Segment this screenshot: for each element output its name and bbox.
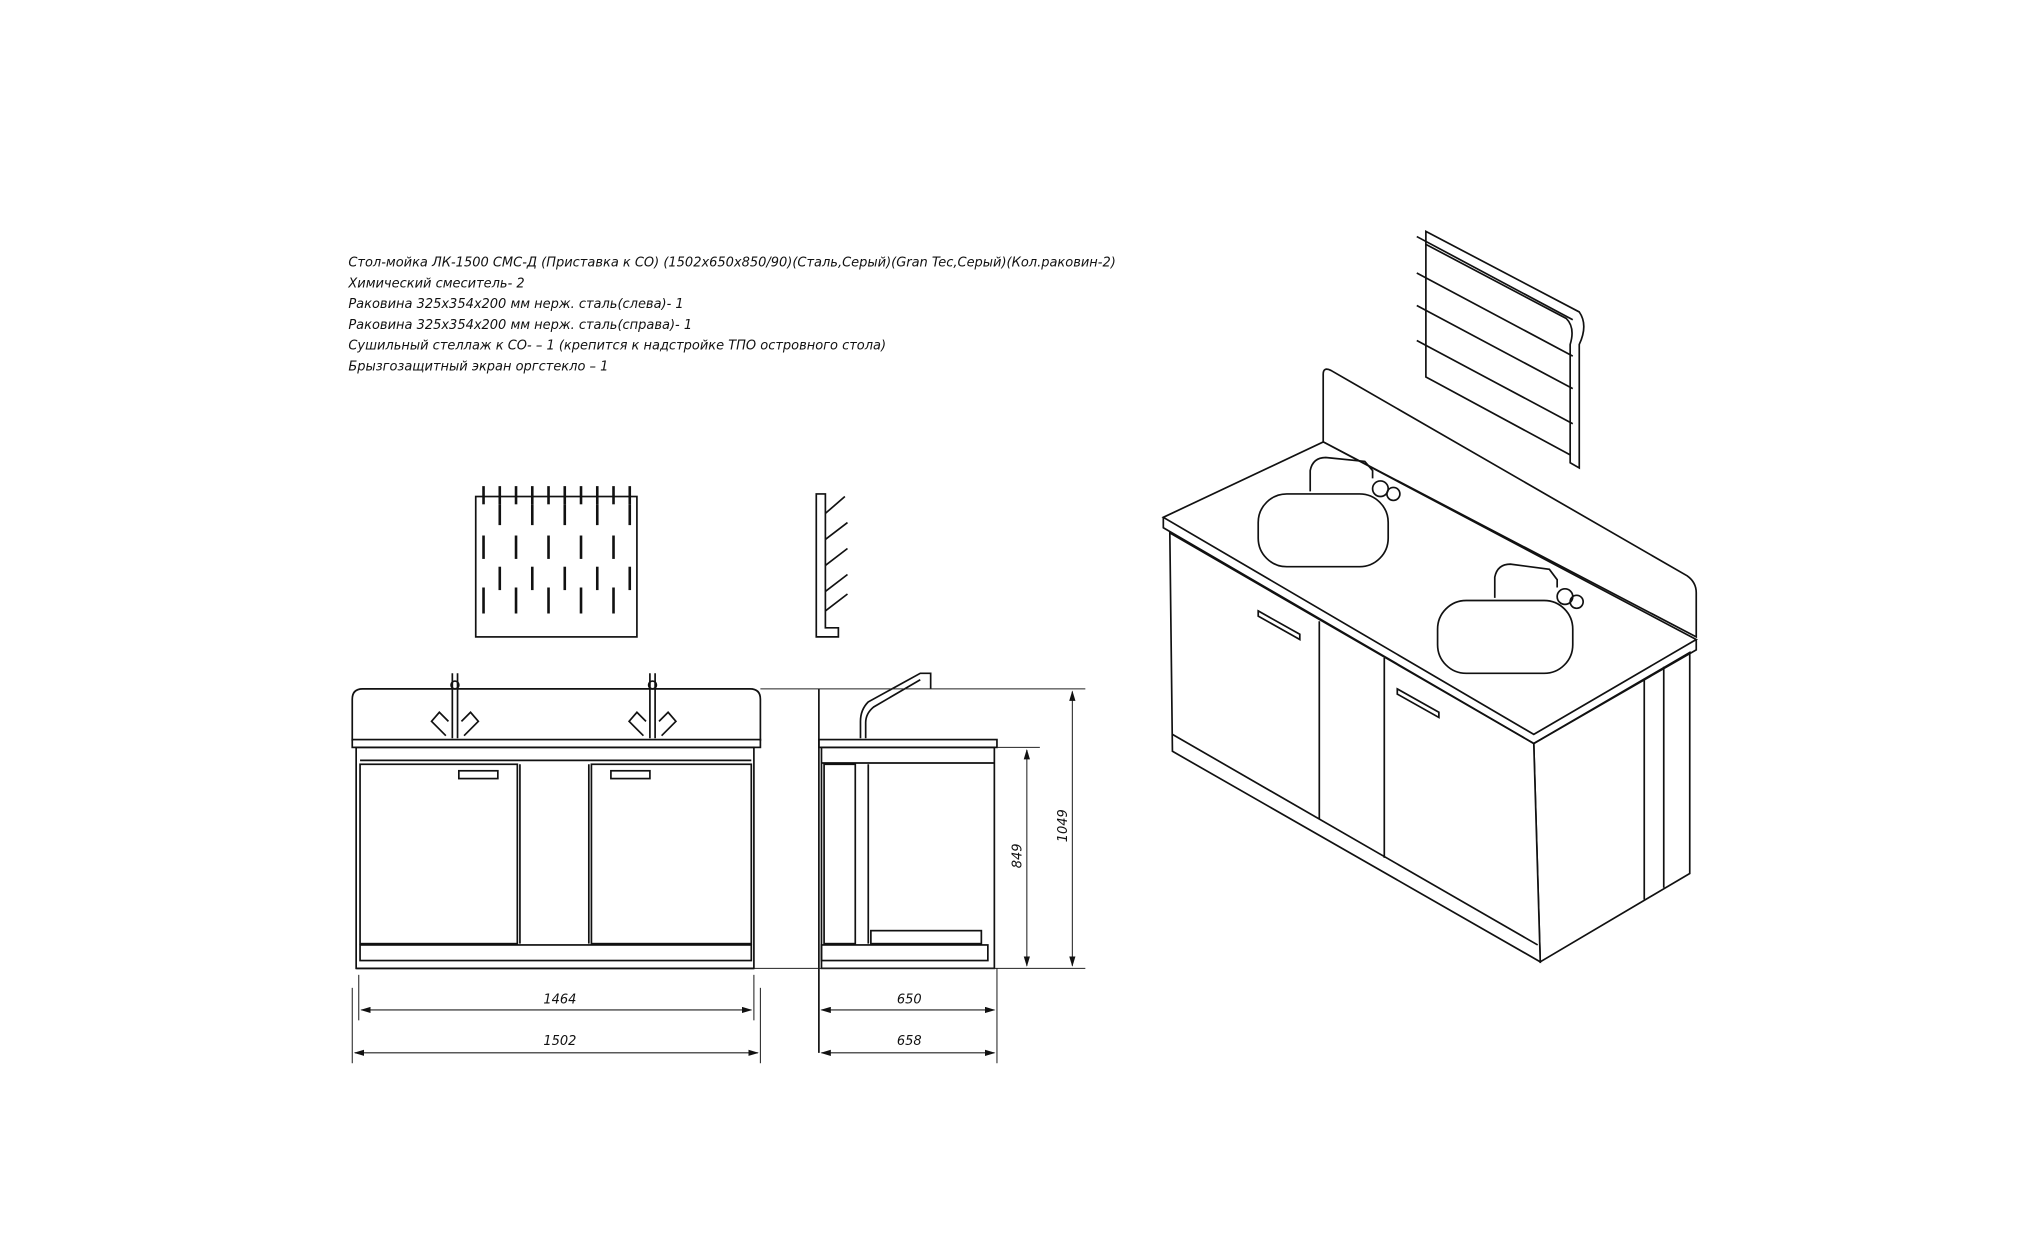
spec-line: Стол-мойка ЛК-1500 СМС-Д (Приставка к СО…: [348, 255, 1115, 270]
door-handle: [1396, 687, 1440, 719]
faucet: [1493, 563, 1559, 598]
faucet: [1309, 456, 1374, 492]
spec-line: Сушильный стеллаж к СО- – 1 (крепится к …: [348, 339, 886, 354]
specification-list: Стол-мойка ЛК-1500 СМС-Д (Приставка к СО…: [347, 255, 1115, 374]
dimensions: 1464 1502 650 658 849 1049: [351, 688, 1086, 1064]
side-view: [818, 672, 998, 1053]
sink-right: [1436, 599, 1574, 675]
dim-total-height: 1049: [1056, 809, 1071, 842]
door-handle: [610, 769, 651, 780]
faucet: [430, 673, 480, 739]
dim-counter-height: 849: [1011, 843, 1026, 868]
drying-rack-front-view: [474, 486, 638, 638]
sink-left: [1257, 493, 1390, 568]
spec-line: Раковина 325x354x200 мм нерж. сталь(спра…: [348, 318, 692, 333]
front-view: [351, 673, 762, 970]
isometric-view: [1161, 229, 1698, 964]
door-handle: [1257, 609, 1301, 641]
dim-inner-depth: 650: [897, 992, 922, 1007]
dim-inner-width: 1464: [543, 992, 576, 1007]
spec-line: Раковина 325x354x200 мм нерж. сталь(слев…: [348, 297, 683, 312]
drying-rack-side-view: [815, 493, 848, 638]
dim-total-width: 1502: [543, 1034, 576, 1049]
door-handle: [457, 769, 499, 780]
drying-rack-isometric: [1416, 229, 1585, 470]
dim-total-depth: 658: [897, 1034, 922, 1049]
spec-line: Брызгозащитный экран оргстекло – 1: [348, 359, 608, 374]
faucet: [627, 673, 678, 739]
spec-line: Химический смеситель- 2: [347, 276, 524, 291]
